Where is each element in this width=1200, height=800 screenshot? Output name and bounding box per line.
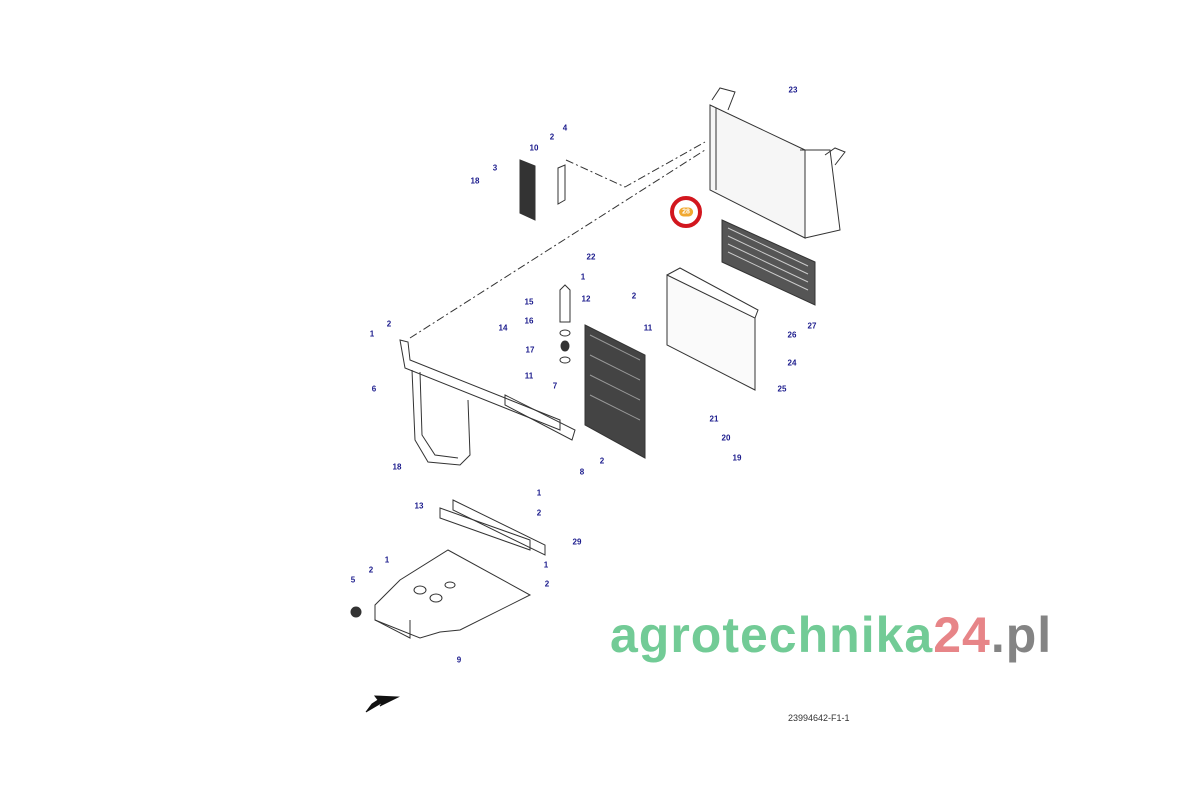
callout-label[interactable]: 19 bbox=[732, 453, 742, 463]
callout-label[interactable]: 26 bbox=[787, 330, 797, 340]
callout-label[interactable]: 15 bbox=[524, 297, 534, 307]
callout-label[interactable]: 4 bbox=[562, 123, 568, 133]
callout-label[interactable]: 2 bbox=[549, 132, 555, 142]
callout-label[interactable]: 14 bbox=[498, 323, 508, 333]
strip-part-8 bbox=[504, 394, 576, 441]
strip-part-29 bbox=[452, 499, 546, 556]
drawing-reference-code: 23994642-F1-1 bbox=[788, 713, 850, 723]
callout-label[interactable]: 2 bbox=[544, 579, 550, 589]
filter-part-17 bbox=[560, 340, 570, 352]
callout-label[interactable]: 2 bbox=[631, 291, 637, 301]
callout-label[interactable]: 17 bbox=[525, 345, 535, 355]
callout-label[interactable]: 1 bbox=[536, 488, 542, 498]
callout-label[interactable]: 5 bbox=[350, 575, 356, 585]
callout-label[interactable]: 23 bbox=[788, 85, 798, 95]
callout-label[interactable]: 20 bbox=[721, 433, 731, 443]
callout-label[interactable]: 16 bbox=[524, 316, 534, 326]
cooler-part-3 bbox=[519, 159, 536, 221]
intercooler-part-23 bbox=[709, 87, 846, 239]
callout-label[interactable]: 2 bbox=[386, 319, 392, 329]
mount-part-5 bbox=[350, 606, 362, 618]
callout-label[interactable]: 18 bbox=[470, 176, 480, 186]
strip-part-13 bbox=[439, 507, 531, 551]
callout-label[interactable]: 18 bbox=[392, 462, 402, 472]
callout-label[interactable]: 22 bbox=[586, 252, 596, 262]
bracket-part-4 bbox=[557, 164, 566, 205]
callout-label[interactable]: 2 bbox=[536, 508, 542, 518]
plate-part-9 bbox=[374, 549, 532, 639]
callout-label[interactable]: 12 bbox=[581, 294, 591, 304]
o-ring bbox=[559, 356, 571, 364]
dryer-part-15 bbox=[559, 284, 571, 323]
callout-label[interactable]: 11 bbox=[643, 323, 653, 333]
callout-label[interactable]: 24 bbox=[787, 358, 797, 368]
callout-label[interactable]: 2 bbox=[599, 456, 605, 466]
highlighted-part-number[interactable]: 28 bbox=[679, 207, 693, 217]
callout-label[interactable]: 10 bbox=[529, 143, 539, 153]
callout-label[interactable]: 25 bbox=[777, 384, 787, 394]
callout-label[interactable]: 2 bbox=[368, 565, 374, 575]
guide-line bbox=[409, 149, 706, 339]
oil-cooler-part-28 bbox=[721, 219, 816, 306]
callout-label[interactable]: 1 bbox=[369, 329, 375, 339]
callout-label[interactable]: 27 bbox=[807, 321, 817, 331]
o-ring bbox=[559, 329, 571, 337]
callout-label[interactable]: 7 bbox=[552, 381, 558, 391]
callout-label[interactable]: 1 bbox=[543, 560, 549, 570]
highlighted-part-marker[interactable]: 28 bbox=[670, 196, 702, 228]
callout-label[interactable]: 1 bbox=[384, 555, 390, 565]
guide-line bbox=[565, 141, 706, 188]
callout-label[interactable]: 9 bbox=[456, 655, 462, 665]
callout-label[interactable]: 3 bbox=[492, 163, 498, 173]
frame-part-6 bbox=[399, 339, 561, 466]
callout-label[interactable]: 1 bbox=[580, 272, 586, 282]
callout-label[interactable]: 11 bbox=[524, 371, 534, 381]
condenser-part bbox=[584, 324, 646, 459]
radiator-part-19 bbox=[666, 267, 759, 391]
callout-label[interactable]: 13 bbox=[414, 501, 424, 511]
callout-label[interactable]: 29 bbox=[572, 537, 582, 547]
callout-label[interactable]: 8 bbox=[579, 467, 585, 477]
callout-label[interactable]: 6 bbox=[371, 384, 377, 394]
direction-arrow-icon bbox=[365, 695, 400, 713]
callout-label[interactable]: 21 bbox=[709, 414, 719, 424]
